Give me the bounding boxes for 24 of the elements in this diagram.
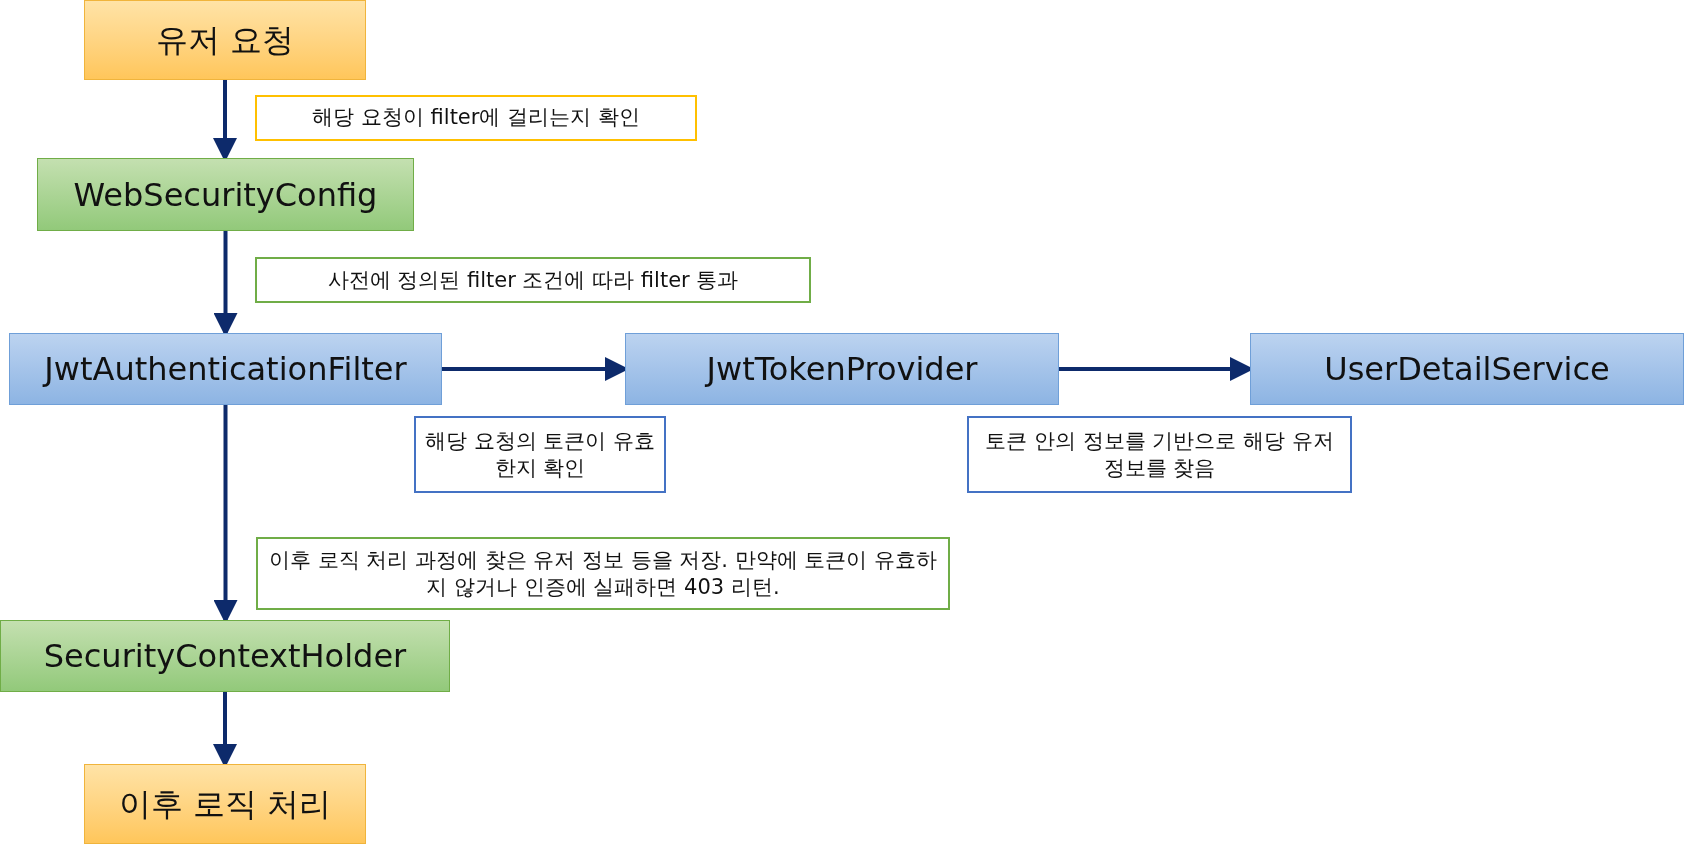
node-label: 해당 요청의 토큰이 유효한지 확인 (424, 428, 656, 481)
process-box (37, 158, 414, 231)
node-label: 토큰 안의 정보를 기반으로 해당 유저 정보를 찾음 (984, 428, 1335, 481)
note-box (967, 416, 1352, 493)
note-box (414, 416, 666, 493)
node-label: UserDetailService (1324, 349, 1610, 390)
node-label: JwtAuthenticationFilter (44, 349, 407, 390)
node-label: SecurityContextHolder (43, 636, 407, 677)
node-label: 유저 요청 (155, 20, 295, 61)
note-box (255, 95, 697, 141)
node-label: 해당 요청이 filter에 걸리는지 확인 (312, 104, 640, 132)
process-box (0, 620, 450, 692)
node-label: 사전에 정의된 filter 조건에 따라 filter 통과 (327, 266, 739, 294)
process-box (625, 333, 1059, 405)
process-box (84, 0, 366, 80)
node-label: 이후 로직 처리 (118, 784, 332, 825)
node-label: 이후 로직 처리 과정에 찾은 유저 정보 등을 저장. 만약에 토큰이 유효하지 않거나 인증에 실패하면 403 리턴. (267, 547, 939, 600)
note-box (256, 537, 950, 610)
note-box (255, 257, 811, 303)
process-box (84, 764, 366, 844)
process-box (9, 333, 442, 405)
node-label: WebSecurityConfig (73, 174, 378, 216)
node-label: JwtTokenProvider (706, 349, 978, 390)
process-box (1250, 333, 1684, 405)
